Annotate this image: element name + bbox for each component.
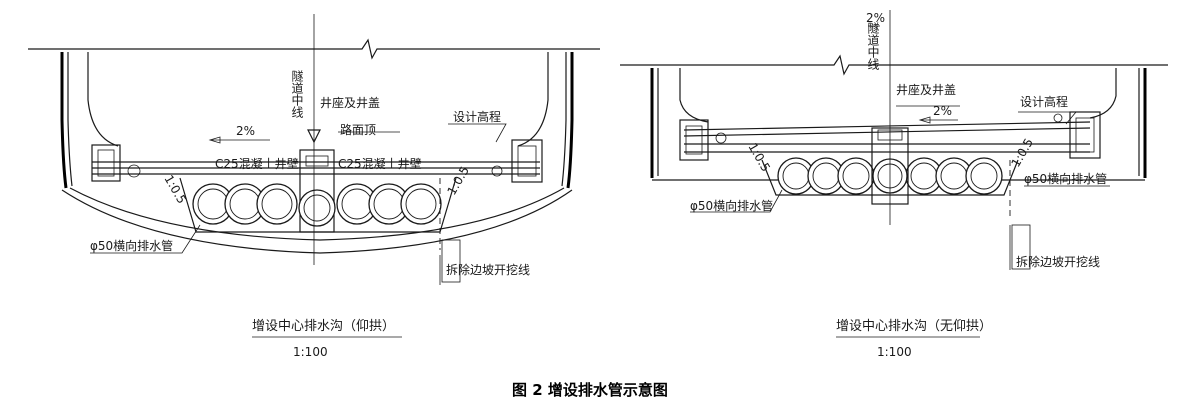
right-transverse-pipe-right-label: φ50横向排水管 — [1024, 171, 1107, 186]
left-transverse-pipe-label: φ50横向排水管 — [90, 238, 173, 253]
left-road-surface-label: 路面顶 — [340, 122, 376, 137]
left-wall-label-left: C25混凝土井壁 — [215, 156, 299, 171]
left-lining-right — [566, 52, 574, 189]
right-scale: 1:100 — [877, 345, 912, 359]
left-centerline-label: 隧道中线 — [290, 69, 304, 118]
right-transverse-pipe-left-label: φ50横向排水管 — [690, 198, 773, 213]
left-side-slope-right: 1:0.5 — [444, 164, 472, 198]
right-side-slope-right: 1:0.5 — [1008, 136, 1036, 170]
right-side-slope-left: 1:0.5 — [745, 141, 773, 175]
left-slope-label: 2% — [236, 124, 255, 138]
right-design-elevation-label: 设计高程 — [1020, 94, 1068, 109]
right-title: 增设中心排水沟（无仰拱） — [836, 319, 992, 334]
right-pipe-row — [777, 157, 1003, 195]
right-well-cover-label: 井座及井盖 — [896, 82, 956, 97]
left-invert-curve — [61, 189, 573, 254]
left-scale: 1:100 — [293, 345, 328, 359]
left-well-cover-label: 井座及井盖 — [320, 95, 380, 110]
left-wall-label-right: C25混凝土井壁 — [338, 156, 422, 171]
left-section-drawing — [28, 14, 600, 285]
right-slope-road-label: 2% — [933, 104, 952, 118]
figure-caption: 图 2 增设排水管示意图 — [512, 381, 668, 399]
left-title: 增设中心排水沟（仰拱） — [252, 319, 395, 334]
right-excavation-label: 拆除边坡开挖线 — [1016, 254, 1100, 269]
left-central-well — [299, 149, 335, 233]
left-lining-left — [60, 52, 68, 189]
left-design-elevation-label: 设计高程 — [453, 109, 501, 124]
right-section-drawing — [620, 10, 1168, 270]
right-slope-top-label: 2% — [866, 11, 885, 25]
left-pipe-row — [192, 183, 442, 225]
right-centerline-label: 隧道中线 — [866, 21, 880, 70]
left-side-slope-left: 1:0.5 — [161, 173, 189, 207]
left-excavation-label: 拆除边坡开挖线 — [446, 262, 530, 277]
